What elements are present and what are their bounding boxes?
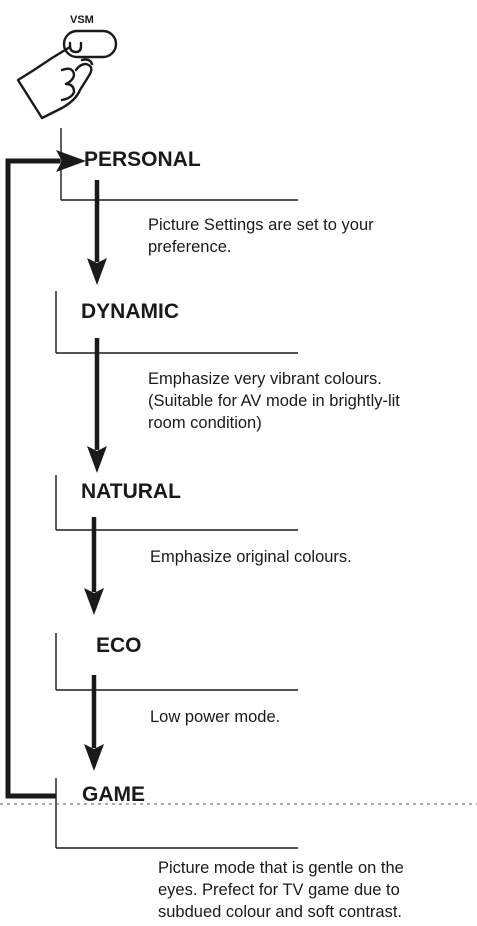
pressing-finger-icon [16,29,118,120]
description-personal: Picture Settings are set to your prefere… [148,214,374,258]
return-loop-arrow [5,150,86,799]
description-line: room condition) [148,414,262,432]
description-line: Picture mode that is gentle on the [158,859,404,877]
down-arrow-3 [84,517,104,615]
description-line: Emphasize original colours. [150,548,352,566]
mode-title-eco: ECO [96,634,142,657]
vsm-button-outline [62,29,118,59]
description-line: (Suitable for AV mode in brightly-lit [148,392,400,410]
description-eco: Low power mode. [150,706,280,728]
description-game: Picture mode that is gentle on the eyes.… [158,857,404,923]
description-line: preference. [148,238,232,256]
vsm-button-label: VSM [70,14,94,26]
description-line: Low power mode. [150,708,281,726]
mode-title-game: GAME [82,783,145,806]
down-arrow-1 [87,180,107,285]
down-arrow-4 [84,675,104,771]
mode-title-natural: NATURAL [81,480,181,503]
description-natural: Emphasize original colours. [150,546,352,568]
description-dynamic: Emphasize very vibrant colours. (Suitabl… [148,368,400,434]
description-line: Picture Settings are set to your [148,216,374,234]
down-arrow-2 [87,338,107,473]
mode-title-dynamic: DYNAMIC [81,300,179,323]
description-line: subdued colour and soft contrast. [158,903,402,921]
mode-title-personal: PERSONAL [84,148,201,171]
description-line: Emphasize very vibrant colours. [148,370,382,388]
description-line: eyes. Prefect for TV game due to [158,881,400,899]
